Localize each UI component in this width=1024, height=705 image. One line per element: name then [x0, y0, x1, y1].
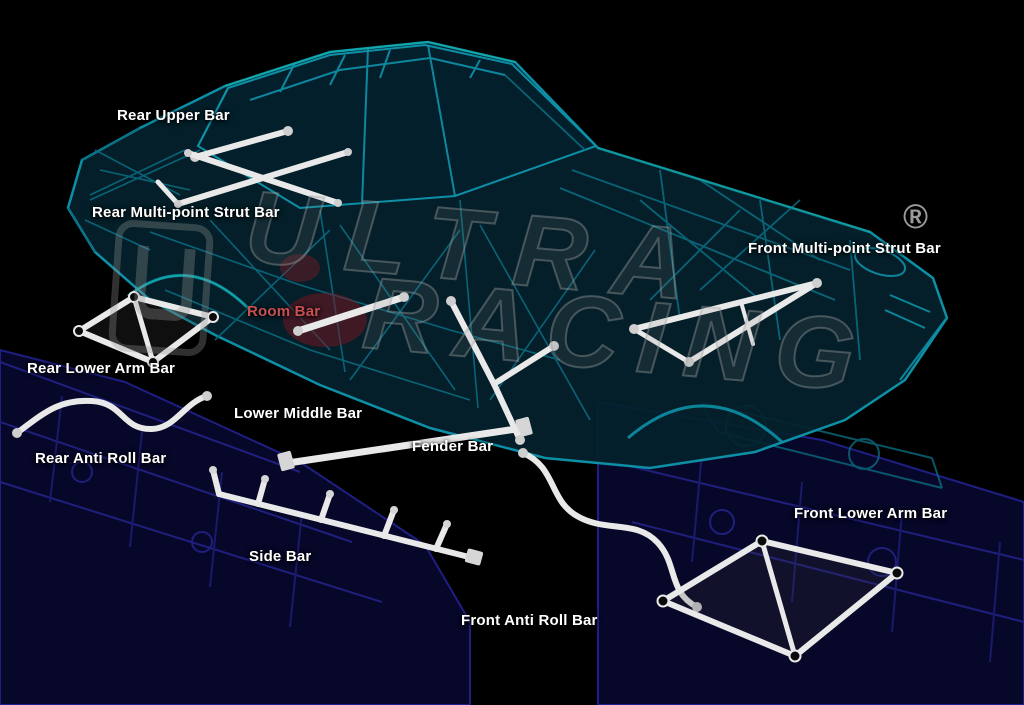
rear-structure: [67, 127, 201, 253]
label-front-multi-point-strut-bar: Front Multi-point Strut Bar: [748, 240, 941, 257]
label-front-anti-roll-bar: Front Anti Roll Bar: [461, 612, 598, 629]
highlight-accents: [127, 41, 871, 313]
side-bar-graphic: [209, 466, 484, 566]
label-front-lower-arm-bar: Front Lower Arm Bar: [794, 505, 948, 522]
label-side-bar: Side Bar: [249, 548, 312, 565]
room-bar-graphic: [293, 292, 409, 336]
front-anti-roll-bar-graphic: [518, 448, 702, 612]
label-rear-multi-point-strut-bar: Rear Multi-point Strut Bar: [92, 204, 280, 221]
fender-bar-graphic: [446, 296, 559, 445]
underframe-rear: [0, 348, 471, 705]
registered-trademark-symbol: ®: [903, 198, 929, 236]
label-rear-anti-roll-bar: Rear Anti Roll Bar: [35, 450, 167, 467]
rear-multi-point-strut-bar-graphic: [155, 148, 352, 208]
rear-lower-arm-bar-graphic: [73, 291, 219, 368]
lower-middle-bar-graphic: [277, 416, 533, 472]
label-room-bar: Room Bar: [247, 303, 321, 320]
front-face: [853, 247, 946, 381]
product-bars: [12, 126, 904, 663]
label-rear-lower-arm-bar: Rear Lower Arm Bar: [27, 360, 176, 377]
label-lower-middle-bar: Lower Middle Bar: [234, 405, 363, 422]
front-multi-point-strut-bar-graphic: [629, 278, 822, 367]
front-lower-arm-bar-graphic: [656, 534, 904, 663]
label-fender-bar: Fender Bar: [412, 438, 494, 455]
cage-pillars: [197, 44, 506, 205]
rear-anti-roll-bar-graphic: [12, 391, 212, 438]
label-rear-upper-bar: Rear Upper Bar: [117, 107, 230, 124]
